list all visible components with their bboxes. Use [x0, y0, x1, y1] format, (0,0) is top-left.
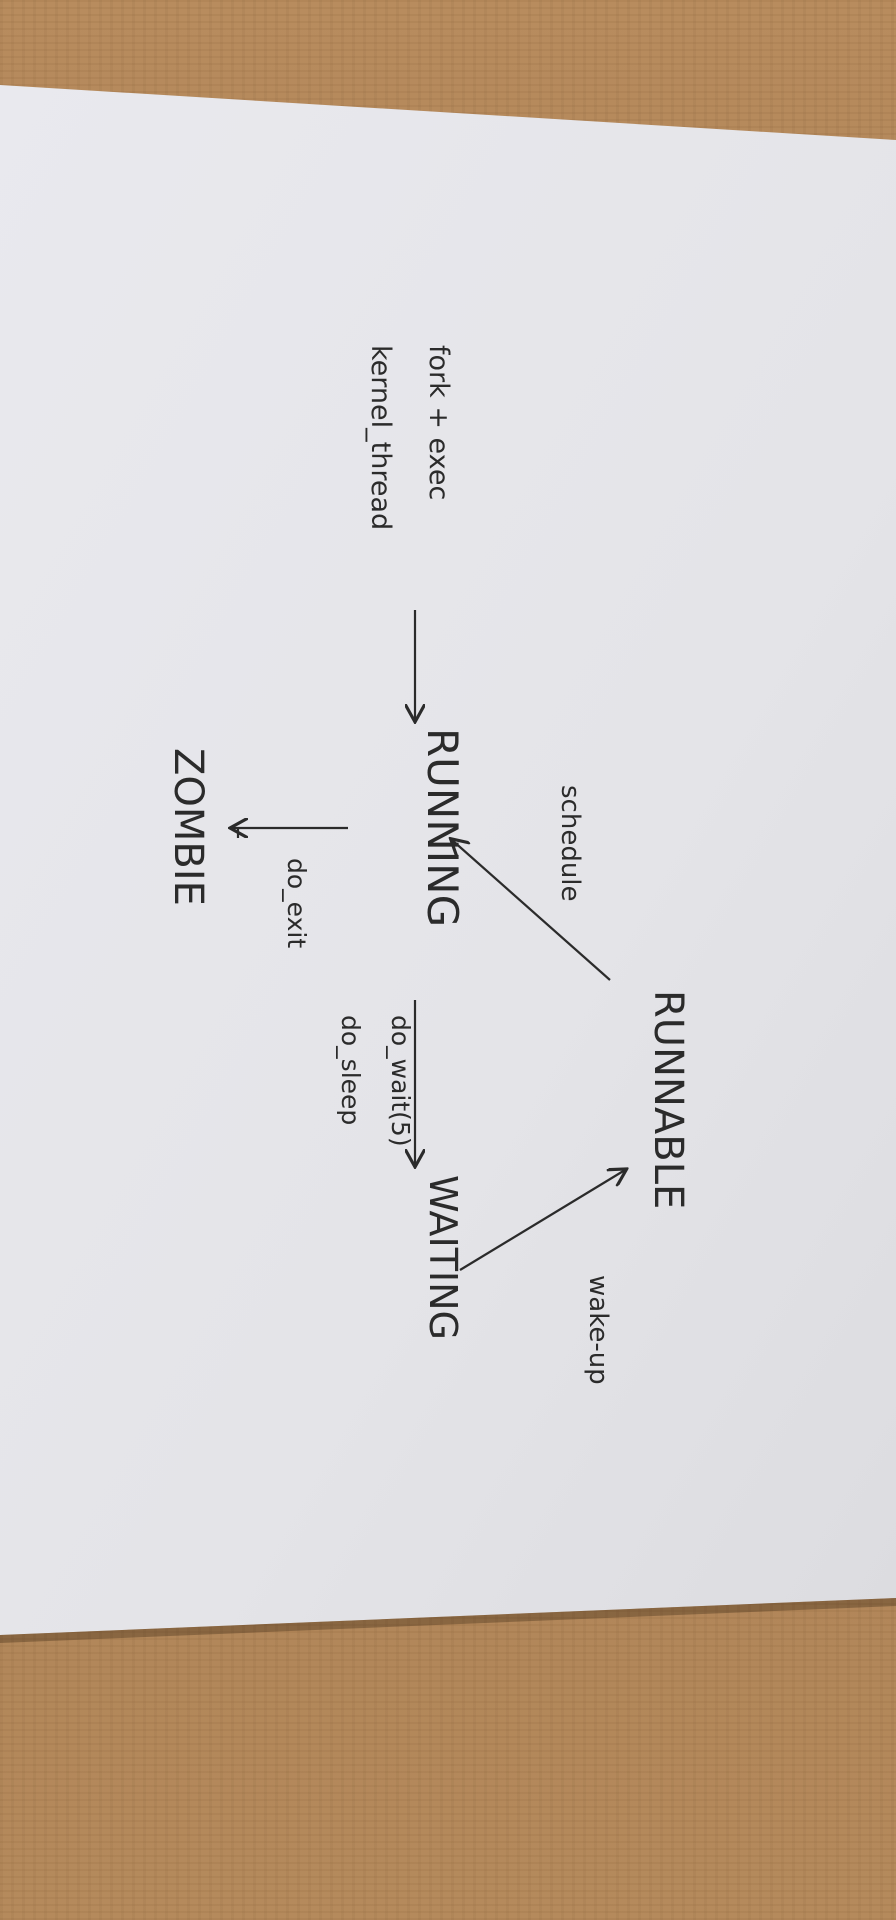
label-do-sleep: do_sleep [336, 1015, 365, 1125]
node-running: RUNNING [418, 728, 467, 927]
node-waiting: WAITING [421, 1175, 465, 1340]
paper-shadow [0, 1598, 896, 1643]
label-kernel-thread: kernel_thread [365, 345, 396, 530]
label-wake-up: wake-up [583, 1275, 613, 1385]
label-schedule: schedule [555, 785, 585, 902]
node-zombie: ZOMBIE [165, 748, 211, 906]
label-fork-exec: fork + exec [423, 345, 454, 500]
arrow-runnable-to-running [452, 840, 611, 981]
state-diagram: fork + exec kernel_thread RUNNING schedu… [165, 345, 691, 1385]
label-do-wait: do_wait(5) [386, 1015, 415, 1147]
label-do-exit: do_exit [282, 858, 311, 948]
node-runnable: RUNNABLE [645, 990, 691, 1209]
arrow-waiting-to-runnable [459, 1170, 625, 1271]
paper-sheet [0, 85, 896, 1635]
